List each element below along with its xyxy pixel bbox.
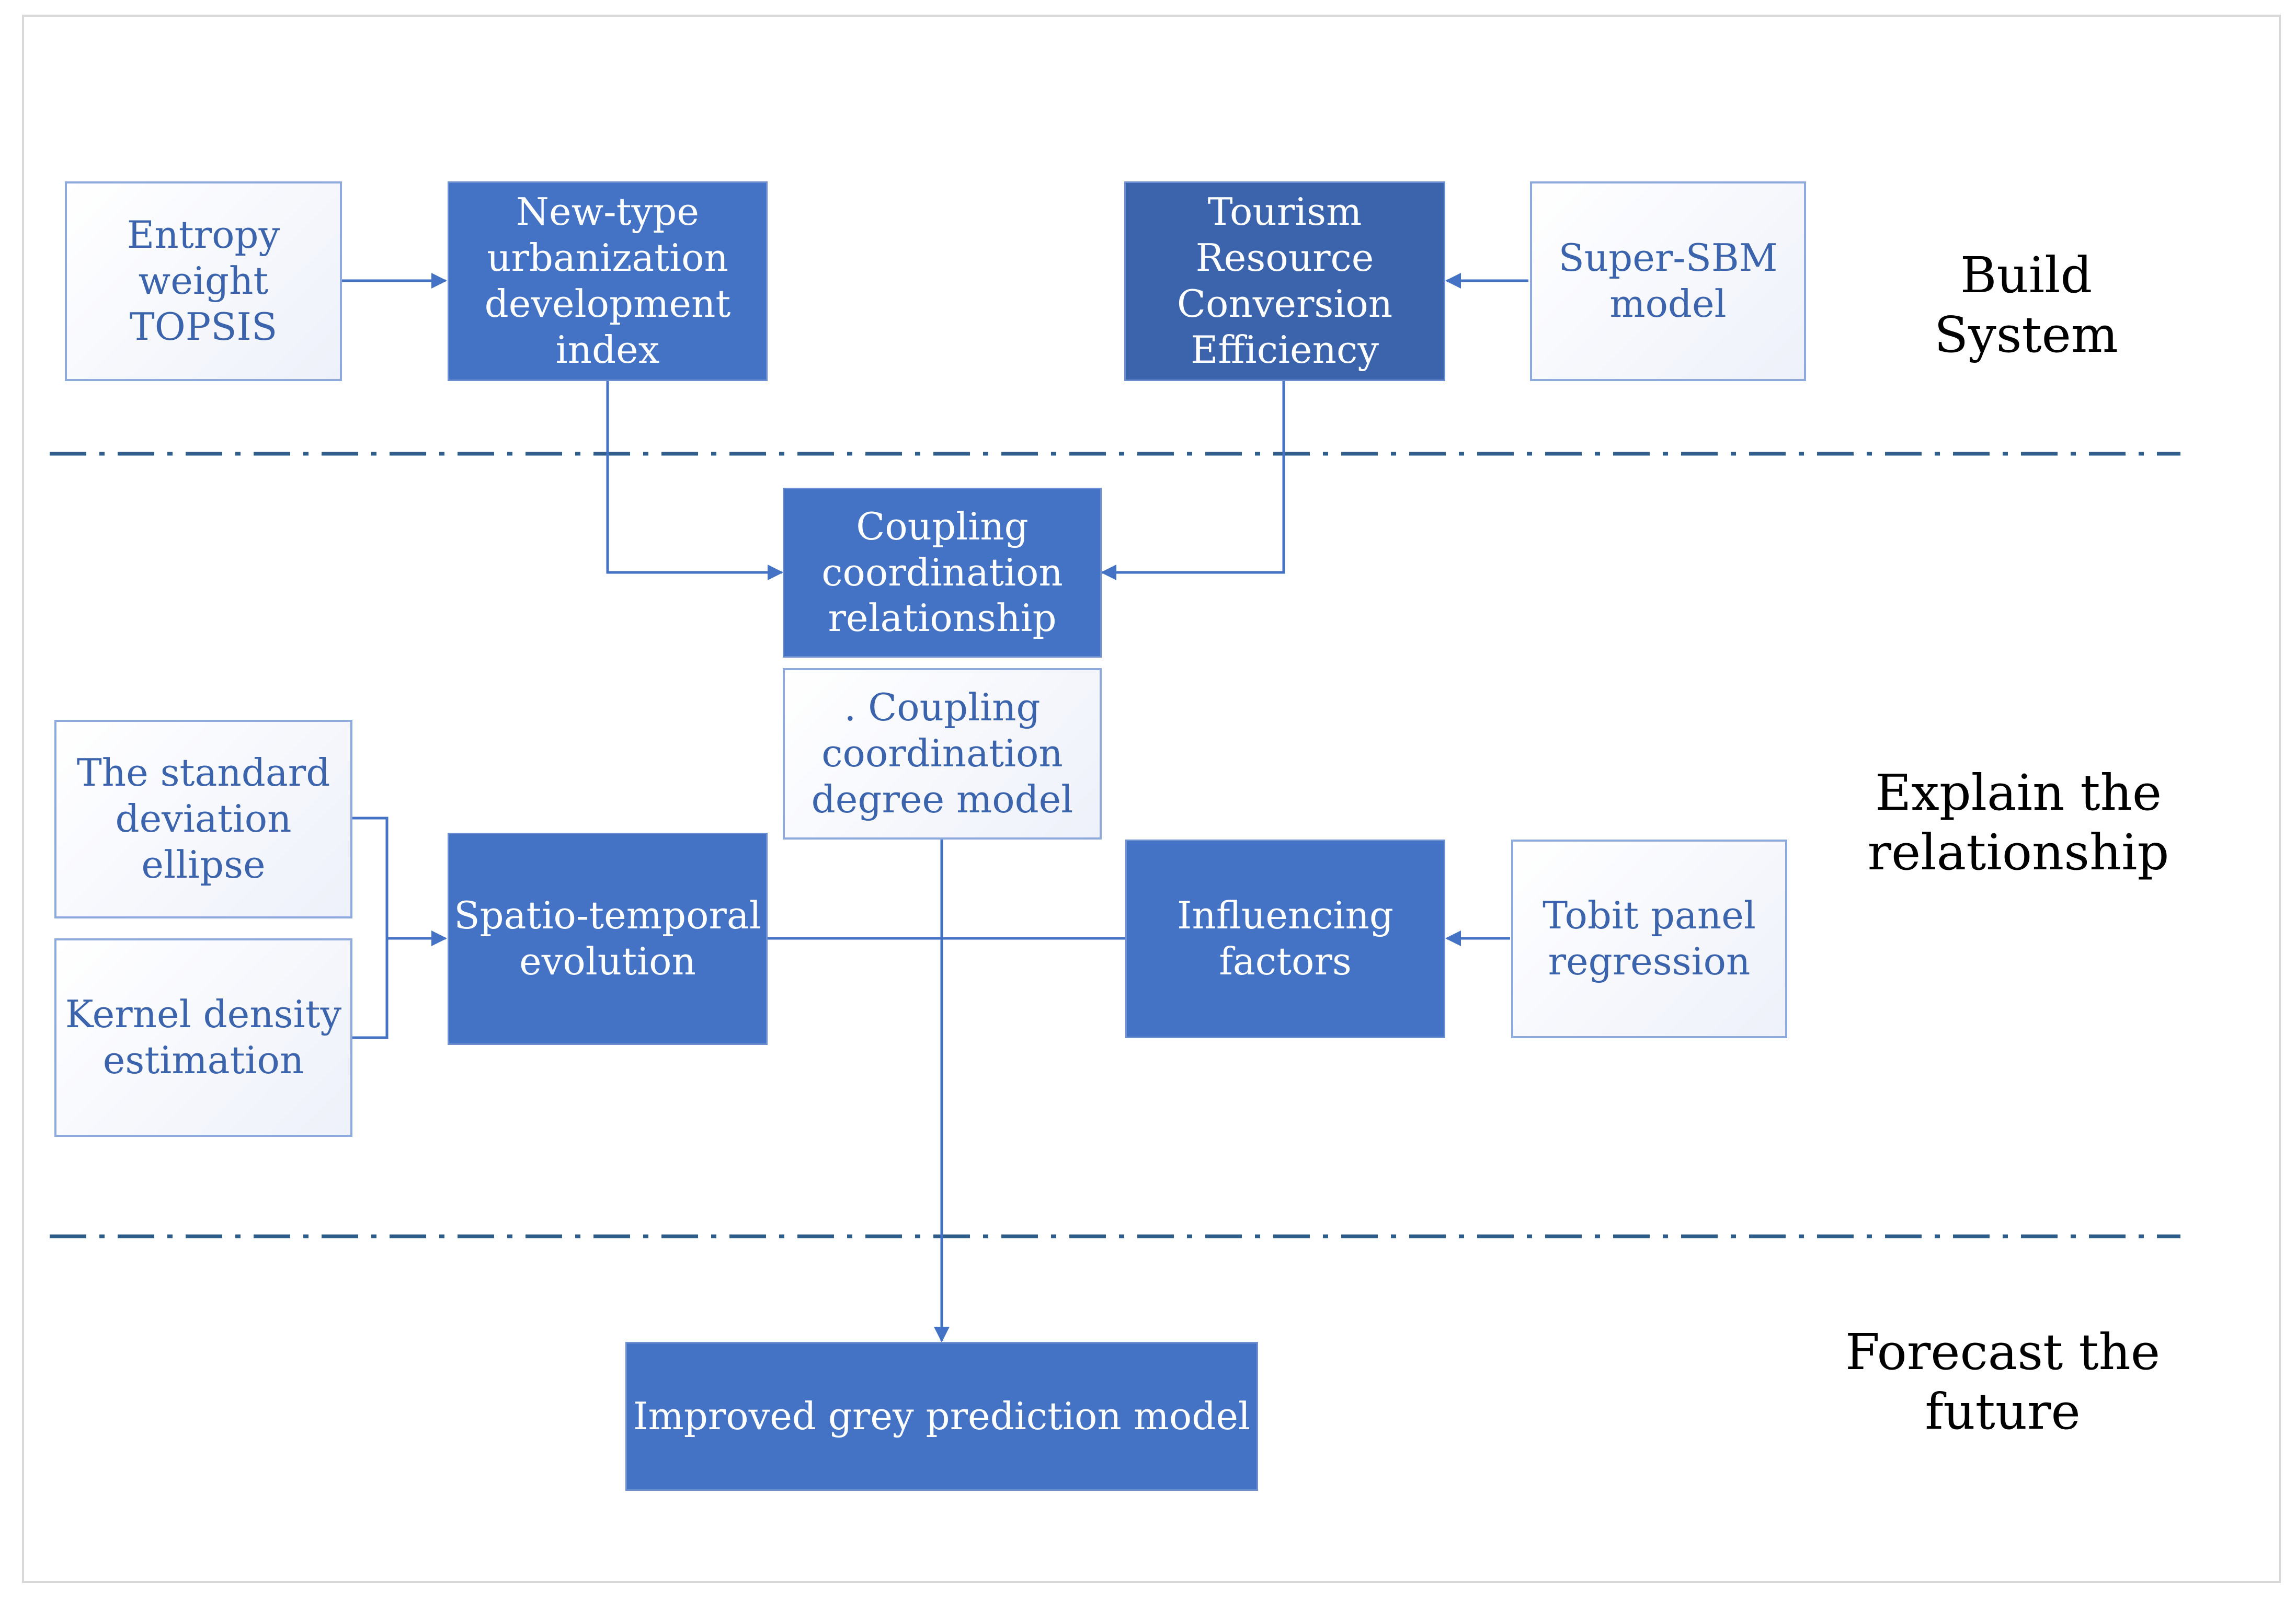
entropy-weight-topsis-box: Entropy weight TOPSIS — [65, 181, 342, 381]
diagram-frame — [22, 15, 2281, 1583]
super-sbm-model-box: Super-SBM model — [1530, 181, 1806, 381]
bracket-std-ellipse — [351, 817, 389, 1039]
stage-label-forecast: Forecast the future — [1845, 1324, 2161, 1441]
kernel-density-box: Kernel density estimation — [54, 938, 352, 1137]
stage-label-explain: Explain the relationship — [1867, 764, 2169, 881]
spatiotemporal-evolution-box: Spatio-temporal evolution — [448, 833, 768, 1045]
coupling-relationship-box: Coupling coordination relationship — [783, 488, 1102, 658]
arrow-urbanization-to-coupling — [606, 381, 783, 580]
stage-label-build-system: Build System — [1934, 247, 2118, 364]
tourism-efficiency-box: Tourism Resource Conversion Efficiency — [1124, 181, 1445, 381]
arrow-tourism-to-coupling — [1101, 381, 1285, 580]
improved-grey-prediction-model-box: Improved grey prediction model — [625, 1342, 1258, 1491]
coupling-degree-model-box: . Coupling coordination degree model — [783, 668, 1102, 840]
influencing-factors-box: Influencing factors — [1125, 840, 1445, 1038]
urbanization-index-box: New-type urbanization development index — [448, 181, 768, 381]
standard-deviation-ellipse-box: The standard deviation ellipse — [54, 720, 352, 918]
tobit-panel-regression-box: Tobit panel regression — [1511, 840, 1787, 1038]
